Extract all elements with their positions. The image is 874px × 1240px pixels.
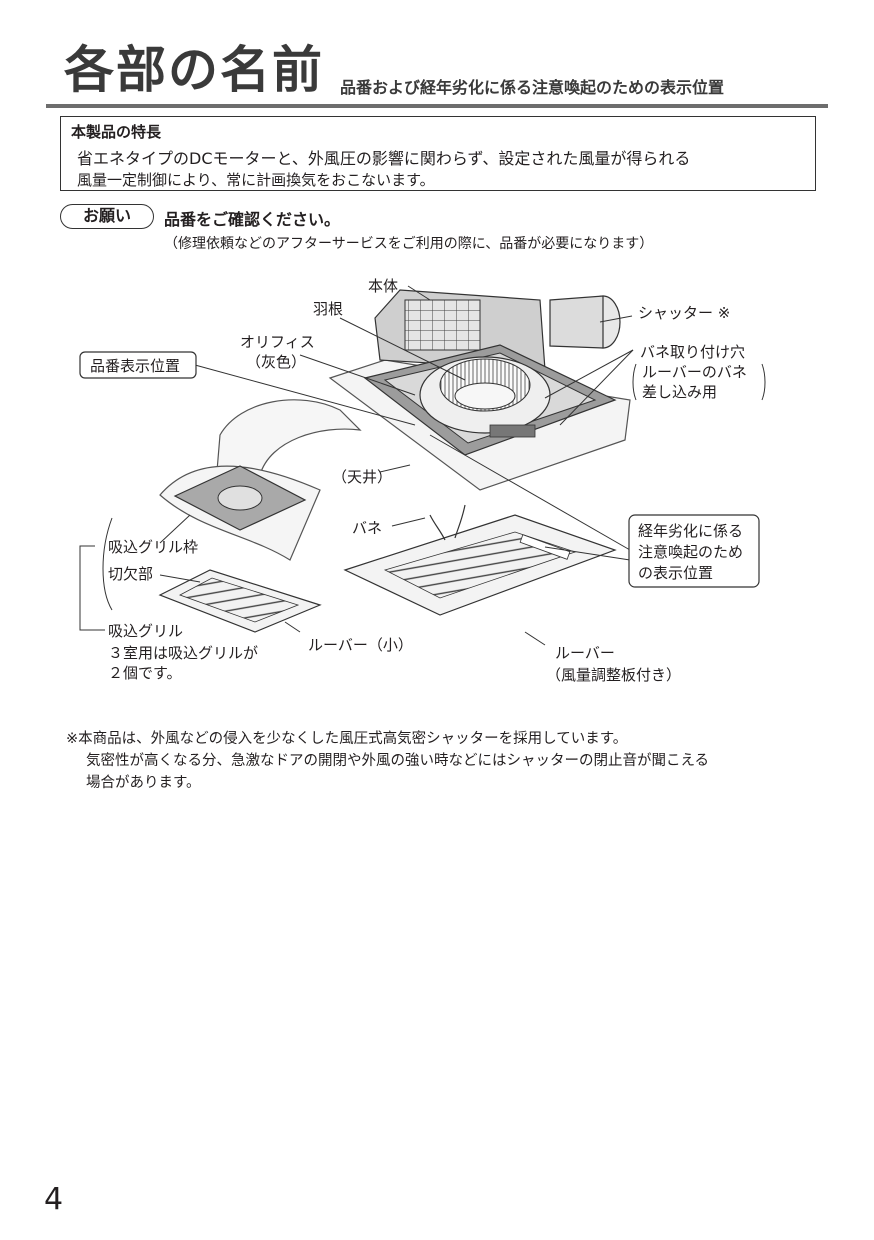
label-louver-note: （風量調整板付き）: [546, 666, 681, 684]
feature-text-line-2: 風量一定制御により、常に計画換気をおこないます。: [77, 171, 435, 189]
fan-hub: [454, 382, 516, 410]
label-grille: 吸込グリル: [108, 622, 183, 640]
footnote-line-2: 気密性が高くなる分、急激なドアの開閉や外風の強い時などにはシャッターの閉止音が聞…: [86, 753, 710, 769]
footnote-line-3: 場合があります。: [86, 775, 201, 791]
label-grille-note-2: ２個です。: [108, 664, 182, 682]
label-model-position: 品番表示位置: [90, 357, 180, 375]
label-aging-1: 経年劣化に係る: [638, 522, 743, 540]
label-notch: 切欠部: [108, 565, 153, 583]
label-orifice: オリフィス: [240, 333, 315, 351]
parts-diagram: 本体 羽根 オリフィス （灰色） 品番表示位置 シャッター ※ バネ取り付け穴 …: [79, 277, 766, 684]
grille-frame-hole: [217, 485, 263, 511]
model-position-box: [79, 351, 197, 379]
leader-lines: [79, 285, 634, 646]
feature-heading: 本製品の特長: [71, 123, 162, 141]
page-number: 4: [44, 1182, 64, 1217]
label-louver: ルーバー: [555, 644, 615, 662]
louver-small-slats: [179, 577, 300, 623]
request-heading: 品番をご確認ください。: [164, 210, 341, 229]
label-louver-small: ルーバー（小）: [308, 636, 413, 654]
label-spring-hole: バネ取り付け穴: [640, 343, 745, 361]
label-fan: 羽根: [313, 300, 343, 318]
aging-callout-box: [628, 514, 760, 588]
title-divider: [46, 104, 828, 108]
label-grille-note-1: ３室用は吸込グリルが: [108, 644, 258, 662]
request-badge: お願い: [60, 204, 154, 229]
page-title: 各部の名前: [64, 41, 324, 99]
feature-text-line-1: 省エネタイプのDCモーターと、外風圧の影響に関わらず、設定された風量が得られる: [77, 149, 691, 168]
label-spring-hole-note-2: 差し込み用: [642, 383, 717, 401]
feature-box: 本製品の特長 省エネタイプのDCモーターと、外風圧の影響に関わらず、設定された風…: [60, 116, 816, 191]
label-body: 本体: [368, 277, 398, 295]
unit-body-grid: [404, 299, 481, 351]
label-aging-2: 注意喚起のため: [638, 543, 743, 561]
spring-note-brackets: [632, 363, 766, 401]
spring-wires: [429, 504, 466, 541]
footnote: ※本商品は、外風などの侵入を少なくした風圧式高気密シャッターを採用しています。 …: [66, 728, 709, 794]
label-spring: バネ: [352, 519, 382, 537]
label-aging-3: の表示位置: [638, 564, 713, 582]
label-ceiling: （天井）: [332, 468, 392, 486]
label-spring-hole-note-1: ルーバーのバネ: [642, 363, 747, 381]
label-shutter: シャッター ※: [638, 304, 730, 322]
page-subtitle: 品番および経年劣化に係る注意喚起のための表示位置: [340, 78, 725, 97]
request-note: （修理依頼などのアフターサービスをご利用の際に、品番が必要になります）: [164, 236, 654, 252]
label-orifice-color: （灰色）: [246, 353, 306, 371]
footnote-line-1: ※本商品は、外風などの侵入を少なくした風圧式高気密シャッターを採用しています。: [66, 731, 628, 747]
shutter-pipe: [549, 295, 604, 349]
label-grille-frame: 吸込グリル枠: [108, 538, 198, 556]
terminal-block: [489, 424, 536, 438]
